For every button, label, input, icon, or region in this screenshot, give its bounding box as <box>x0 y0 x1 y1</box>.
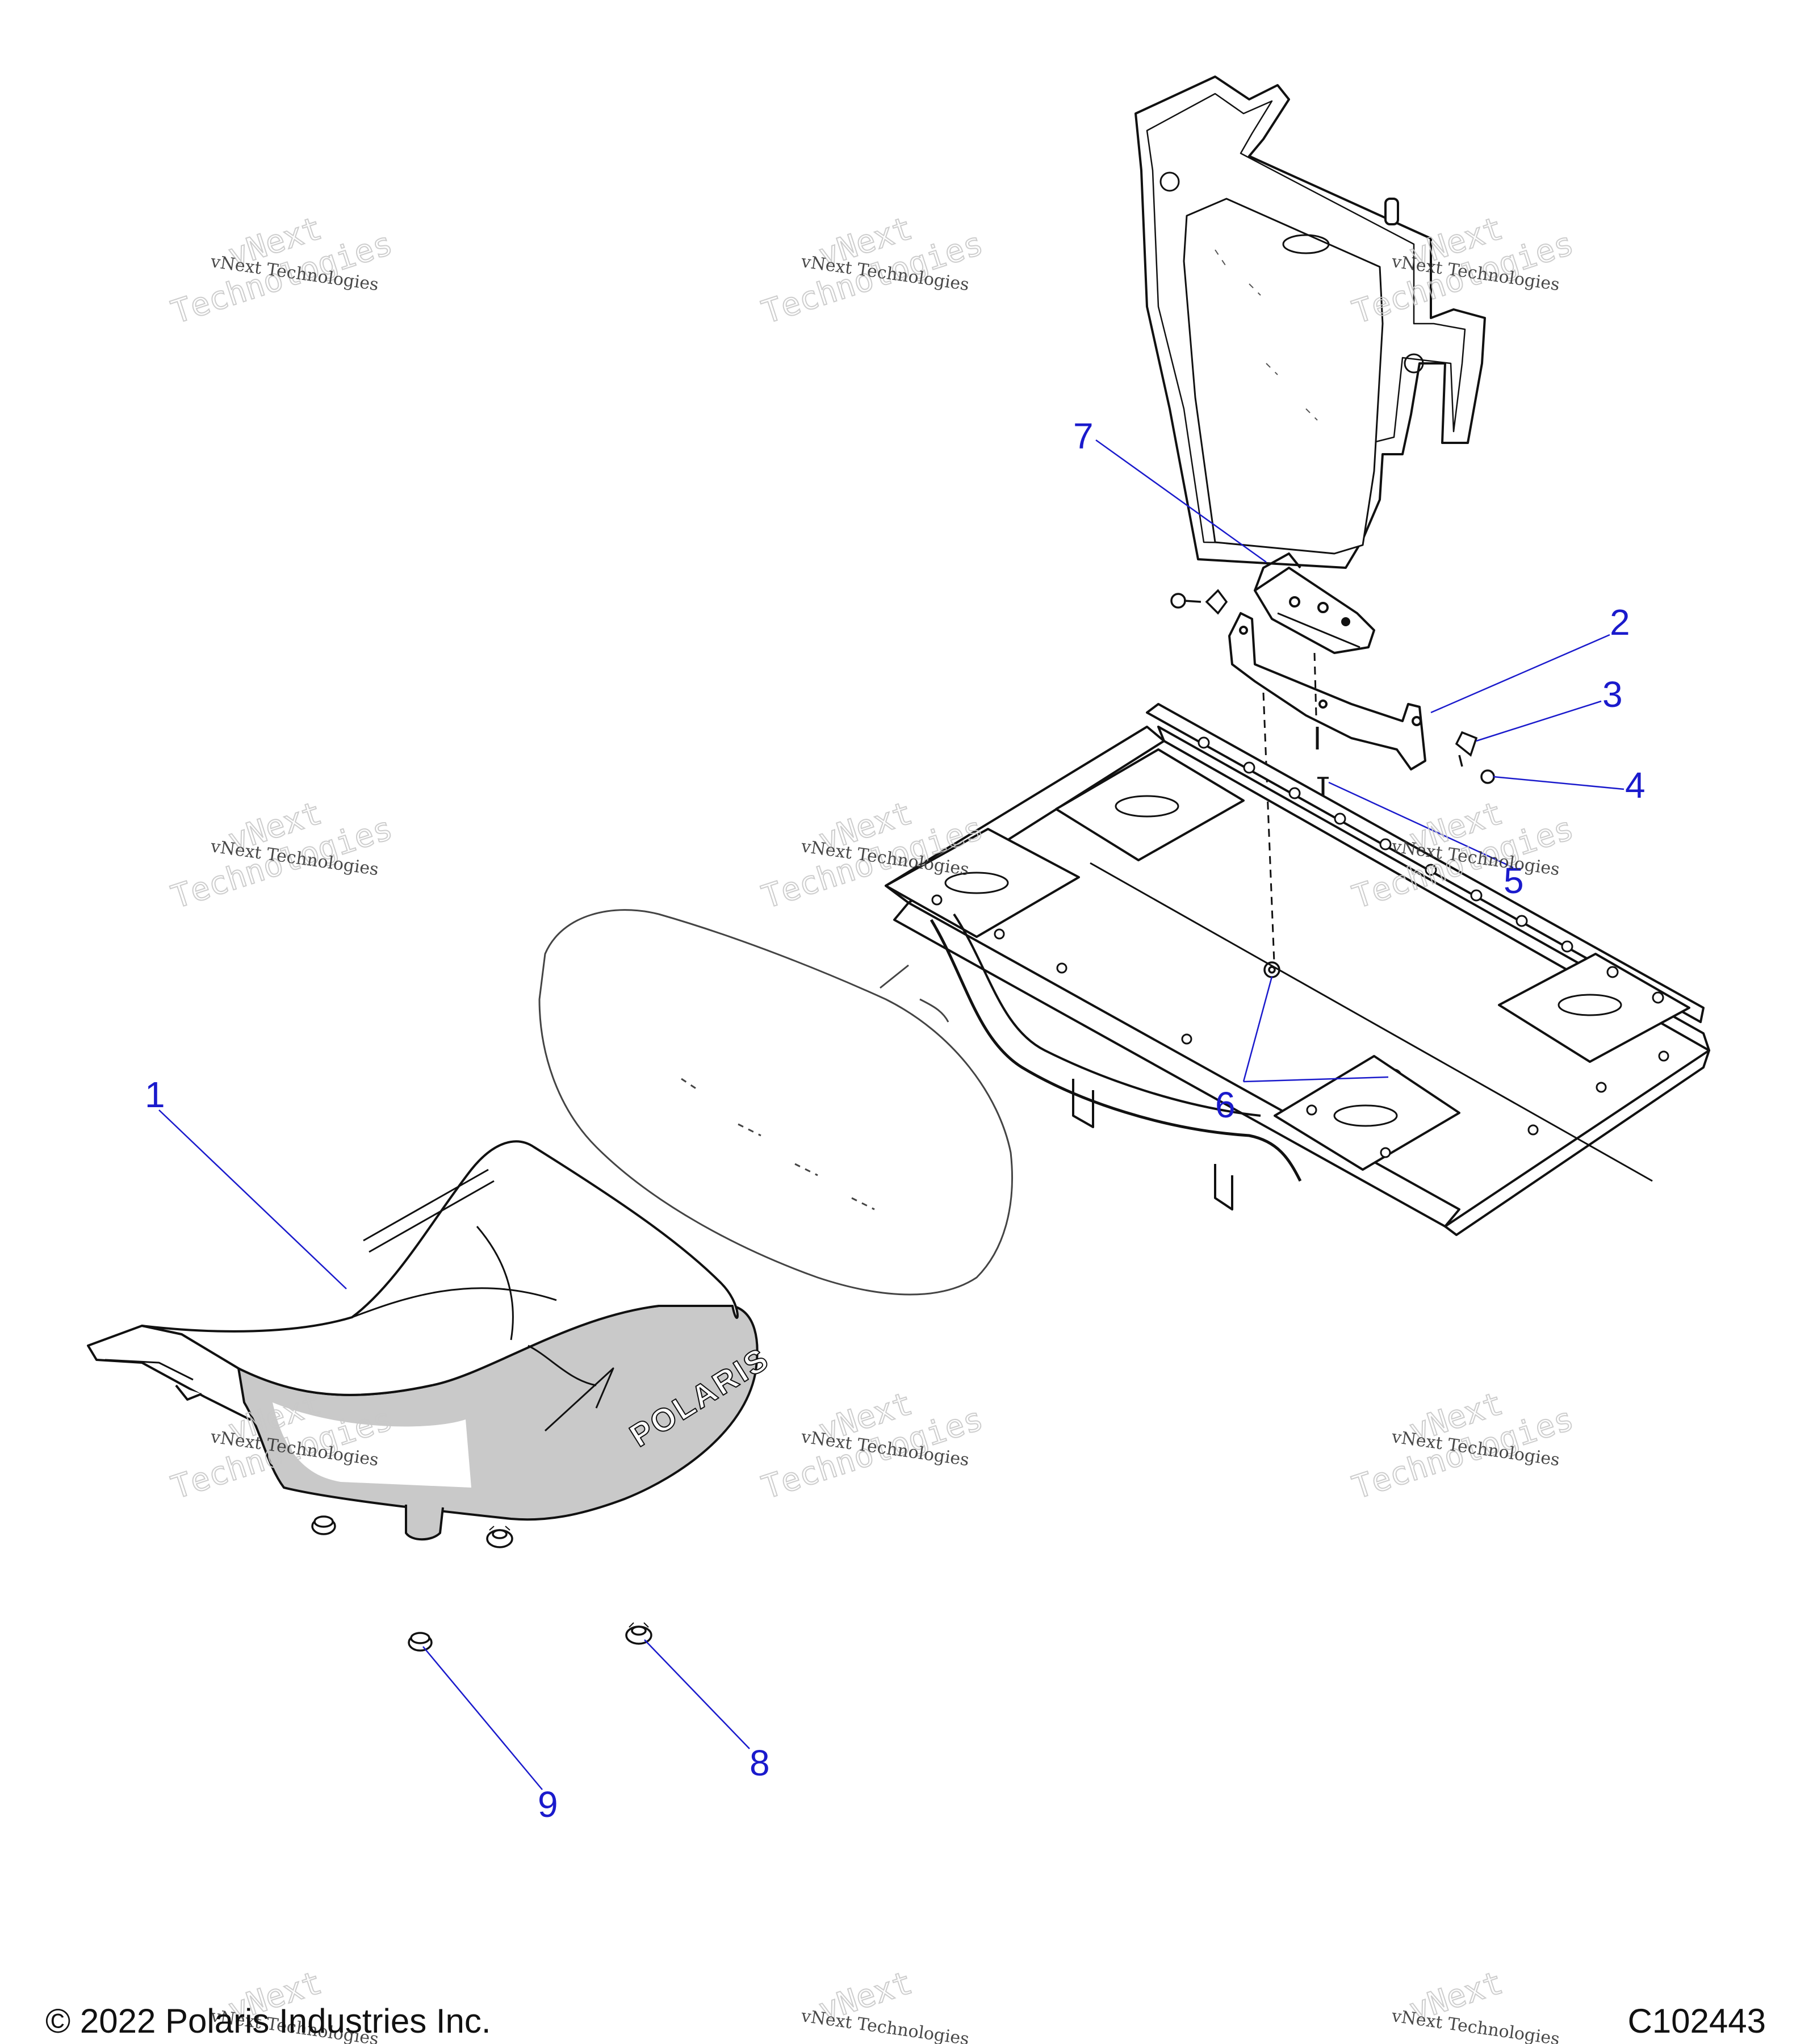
callout-1: 1 <box>145 1074 165 1115</box>
seat-assembly: POLARIS <box>87 1140 776 1541</box>
callout-labels: 1 2 3 4 5 6 7 8 9 <box>145 416 1646 1825</box>
seat-latch <box>1254 552 1375 654</box>
latch-bracket <box>1228 612 1426 770</box>
callout-5: 5 <box>1504 860 1524 901</box>
seat-base-outline <box>538 909 1013 1296</box>
watermark: vNext vNext Technologies <box>1390 1963 1561 2044</box>
callout-4: 4 <box>1625 765 1646 806</box>
figure-code: C102443 <box>1627 2002 1766 2040</box>
copyright-notice: © 2022 Polaris Industries Inc. <box>45 2002 491 2040</box>
leader-lines <box>158 439 1625 1790</box>
seat-mount-nuts <box>311 1515 652 1652</box>
watermark: vNext Technologies vNext Technologies <box>757 1384 988 1507</box>
svg-text:vNext Technologies: vNext Technologies <box>1390 2006 1561 2044</box>
callout-3: 3 <box>1602 674 1623 715</box>
watermark: vNext Technologies vNext Technologies <box>757 209 988 332</box>
callout-8: 8 <box>750 1743 770 1783</box>
svg-text:vNext Technologies: vNext Technologies <box>799 2006 970 2044</box>
callout-9: 9 <box>538 1784 558 1825</box>
callout-7: 7 <box>1073 416 1094 456</box>
watermark: vNext Technologies vNext Technologies <box>166 794 397 916</box>
frame-holes <box>931 736 1669 1158</box>
callout-6: 6 <box>1215 1084 1236 1125</box>
callout-2: 2 <box>1610 602 1630 643</box>
watermark: vNext vNext Technologies <box>799 1963 970 2044</box>
rear-storage-panel <box>1134 76 1486 569</box>
watermark: vNext Technologies vNext Technologies <box>1347 1384 1579 1507</box>
watermark: vNext Technologies vNext Technologies <box>166 209 397 332</box>
